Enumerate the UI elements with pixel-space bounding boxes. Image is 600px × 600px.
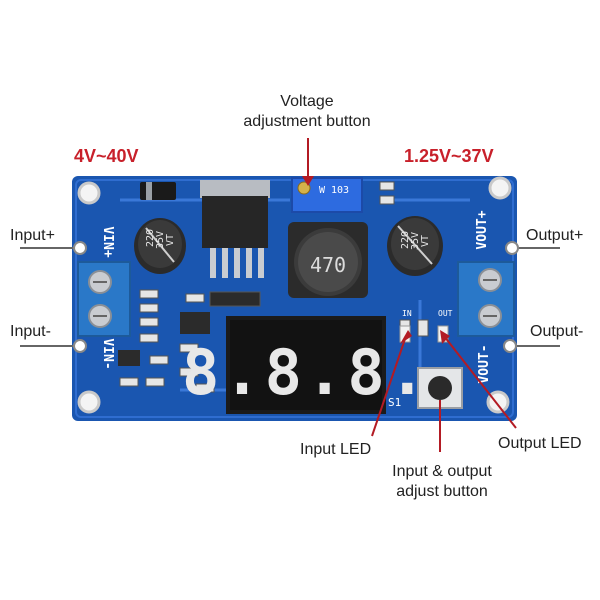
output-range-label: 1.25V~37V bbox=[404, 146, 494, 166]
potentiometer: W 103 bbox=[291, 177, 363, 213]
transistor bbox=[118, 350, 140, 366]
smd-components bbox=[119, 181, 429, 393]
led-in-silkscreen: IN bbox=[402, 309, 412, 318]
output-terminal-block bbox=[457, 261, 515, 337]
seven-segment-display: 8.8.8. bbox=[182, 316, 426, 414]
input-led-label: Input LED bbox=[300, 441, 372, 458]
output-minus-label: Output- bbox=[530, 323, 584, 340]
svg-text:470: 470 bbox=[310, 253, 346, 277]
svg-text:VT: VT bbox=[165, 234, 176, 246]
callout-pointers bbox=[20, 138, 560, 452]
switch-silkscreen: S1 bbox=[388, 396, 401, 409]
input-plus-label: Input+ bbox=[10, 227, 55, 244]
mounting-hole bbox=[488, 176, 512, 200]
mounting-hole bbox=[77, 390, 101, 414]
svg-text:W 103: W 103 bbox=[319, 185, 349, 196]
diode bbox=[140, 182, 176, 200]
led-out-silkscreen: OUT bbox=[438, 309, 453, 318]
voltage-adjustment-label: Voltage adjustment button bbox=[243, 93, 371, 130]
inductor: 470 bbox=[288, 222, 368, 298]
input-minus-label: Input- bbox=[10, 323, 51, 340]
capacitor-left: 220 35V VT bbox=[134, 218, 186, 274]
vin-minus-silkscreen: VIN- bbox=[100, 338, 115, 369]
input-range-label: 4V~40V bbox=[74, 146, 139, 166]
svg-text:220: 220 bbox=[145, 229, 156, 247]
svg-text:35V: 35V bbox=[410, 232, 421, 250]
capacitor-right: 220 35V VT bbox=[387, 216, 443, 276]
svg-text:VT: VT bbox=[420, 235, 431, 247]
mounting-hole bbox=[77, 181, 101, 205]
output-led-label: Output LED bbox=[498, 435, 582, 452]
regulator-ic bbox=[200, 180, 270, 278]
output-plus-label: Output+ bbox=[526, 227, 584, 244]
input-terminal-block bbox=[77, 261, 131, 337]
vin-plus-silkscreen: VIN+ bbox=[100, 226, 115, 257]
vout-minus-silkscreen: VOUT- bbox=[477, 344, 492, 383]
vout-plus-silkscreen: VOUT+ bbox=[475, 210, 490, 249]
transistor bbox=[180, 312, 210, 334]
svg-text:220: 220 bbox=[400, 231, 411, 249]
adjust-button-label: Input & output adjust button bbox=[392, 463, 492, 500]
svg-text:35V: 35V bbox=[155, 231, 166, 249]
